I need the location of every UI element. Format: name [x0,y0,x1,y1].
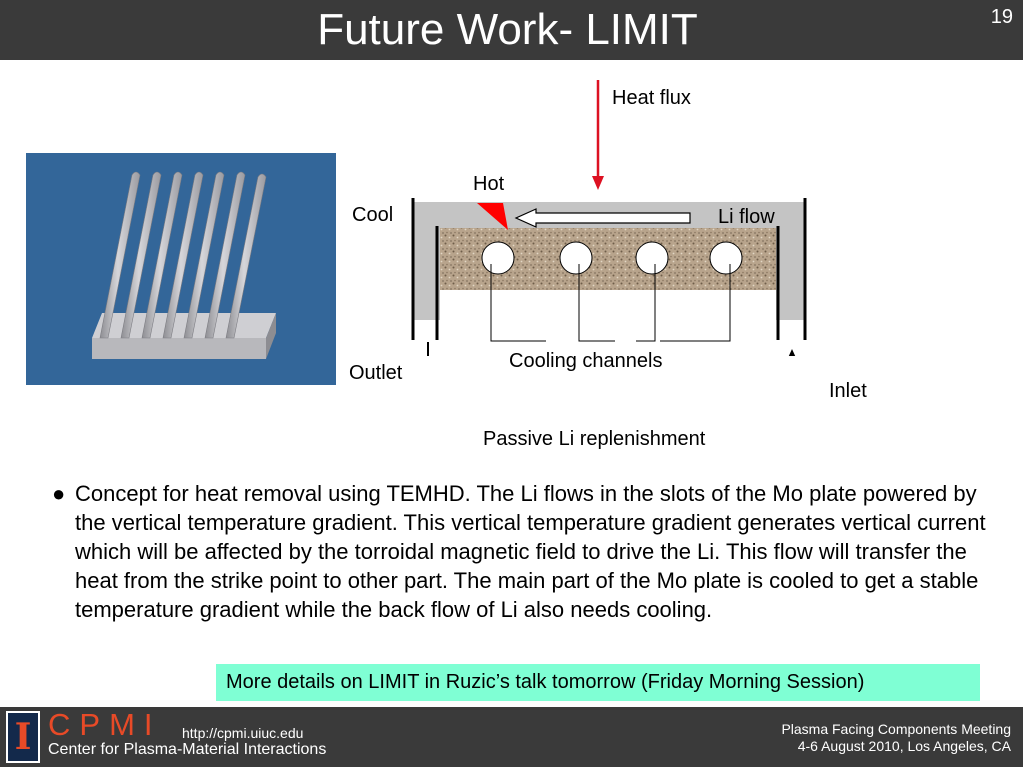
rib [162,171,204,339]
concept-paragraph: Concept for heat removal using TEMHD. Th… [75,481,986,622]
channel-leader-lines [490,264,731,342]
limit-schematic [411,80,807,356]
mo-plate-image [26,153,336,385]
concept-bullet: ● Concept for heat removal using TEMHD. … [52,479,1002,624]
rib-group [99,171,267,339]
hot-marker [477,203,508,230]
rib [225,173,267,339]
li-flow-arrow [514,208,691,228]
base-top-face [92,313,276,338]
inlet-label: Inlet [829,380,867,402]
rib [120,171,162,339]
li-flow-label: Li flow [718,206,775,228]
details-note: More details on LIMIT in Ruzic’s talk to… [216,664,980,701]
base-front-face [92,338,266,359]
rib [141,171,183,339]
cooling-channel [481,241,515,275]
title-bar: Future Work- LIMIT 19 [0,0,1023,60]
cooling-channels-label: Cooling channels [509,350,663,372]
meeting-title: Plasma Facing Components Meeting [781,721,1011,737]
logo-letter: I [14,716,32,758]
meeting-info: Plasma Facing Components Meeting 4-6 Aug… [781,721,1011,755]
cooling-channel [559,241,593,275]
bullet-icon: ● [52,481,66,506]
inlet-arrowhead [788,349,796,356]
mo-plate-outline [414,202,804,320]
cooling-channel [709,241,743,275]
slide-title: Future Work- LIMIT [317,5,698,54]
cooling-channel [635,241,669,275]
slide-number: 19 [990,6,1013,28]
cpmi-wordmark: CPMI [48,707,162,742]
footer-bar: I CPMI http://cpmi.uiuc.edu Center for P… [0,707,1023,767]
footer-url[interactable]: http://cpmi.uiuc.edu [182,725,304,741]
mo-plate-render [92,171,276,359]
passive-replenishment-label: Passive Li replenishment [483,428,706,450]
university-logo: I [6,711,40,763]
base-side-face [266,313,276,359]
rib [99,171,141,339]
cool-label: Cool [352,204,394,226]
hot-label: Hot [473,173,505,195]
rib [204,171,246,339]
rib [183,171,225,339]
meeting-date: 4-6 August 2010, Los Angeles, CA [797,738,1011,754]
heat-flux-label: Heat flux [612,87,691,109]
outlet-label: Outlet [349,362,403,384]
org-name: Center for Plasma-Material Interactions [48,741,327,758]
heat-flux-arrowhead [592,176,604,190]
